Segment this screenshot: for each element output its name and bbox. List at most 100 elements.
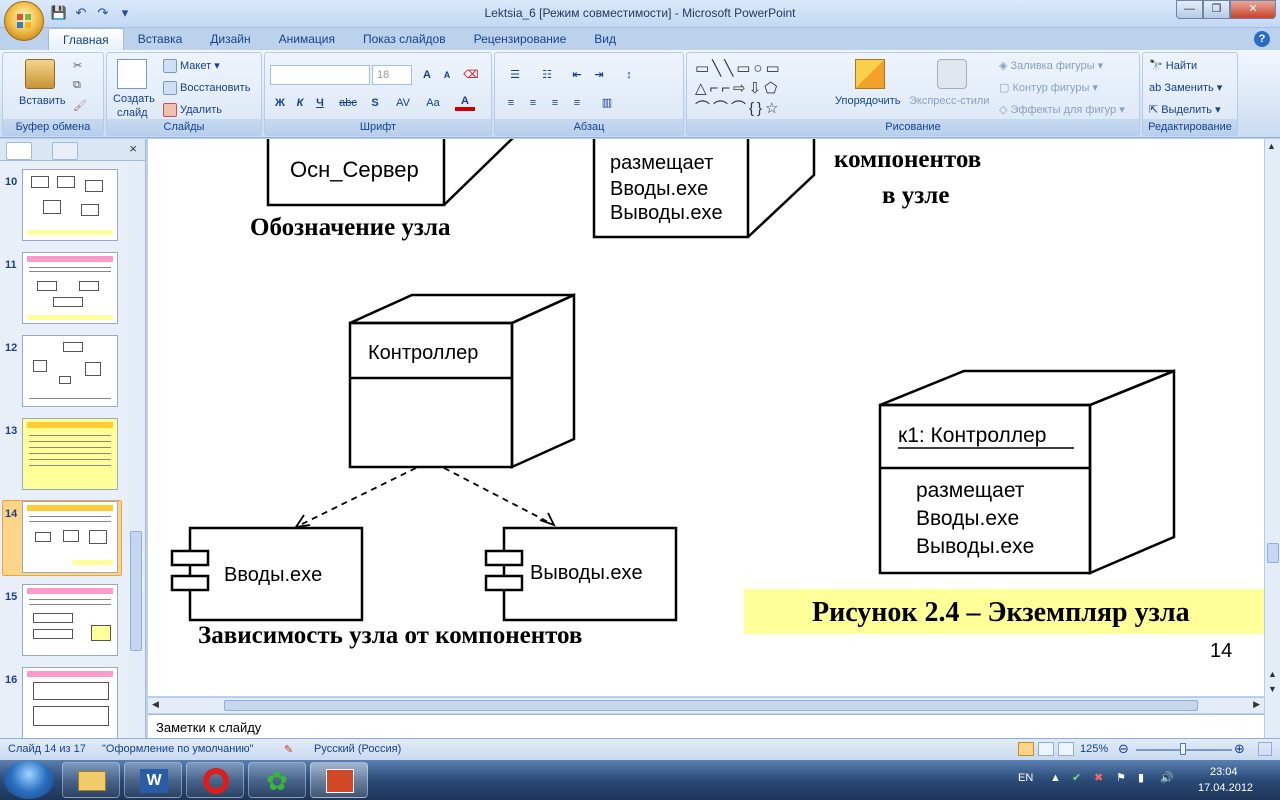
shape-effects-button[interactable]: ◇ Эффекты для фигур ▾: [999, 104, 1125, 116]
justify-icon[interactable]: ≡: [573, 97, 581, 109]
prev-slide-icon[interactable]: ▲: [1268, 669, 1277, 679]
reset-button[interactable]: Восстановить: [163, 81, 250, 95]
panel-scrollbar[interactable]: [129, 161, 143, 738]
arrange-button[interactable]: Упорядочить: [835, 95, 901, 107]
help-icon[interactable]: ?: [1254, 31, 1270, 47]
scroll-left-icon[interactable]: ◀: [152, 699, 159, 709]
shapes-gallery[interactable]: ▭╲╲▭○▭△⌐⌐⇨⇩⬠⌒⌒⌒{}☆: [695, 60, 783, 117]
theme-name[interactable]: "Оформление по умолчанию": [102, 743, 254, 755]
align-center-icon[interactable]: ≡: [529, 97, 537, 109]
outline-tab-icon[interactable]: [52, 142, 78, 160]
shape-outline-button[interactable]: ▢ Контур фигуры ▾: [999, 82, 1098, 94]
spellcheck-icon[interactable]: ✎: [284, 744, 294, 756]
find-button[interactable]: 🔭 Найти: [1149, 59, 1197, 72]
tab-home[interactable]: Главная: [48, 28, 124, 50]
slideshow-view-icon[interactable]: [1058, 742, 1074, 756]
horizontal-scrollbar[interactable]: ◀ ▶: [148, 697, 1264, 713]
new-slide-button[interactable]: Создать: [113, 93, 155, 105]
opera-taskbar-button[interactable]: [186, 762, 244, 798]
shape-fill-button[interactable]: ◈ Заливка фигуры ▾: [999, 60, 1104, 72]
close-button[interactable]: ✕: [1230, 0, 1276, 19]
vertical-scroll-thumb[interactable]: [1267, 543, 1279, 563]
clock-time[interactable]: 23:04: [1210, 766, 1238, 778]
increase-indent-icon[interactable]: ⇥: [594, 69, 604, 81]
volume-icon[interactable]: 🔊: [1160, 772, 1174, 784]
columns-icon[interactable]: ▥: [601, 97, 613, 109]
explorer-taskbar-button[interactable]: [62, 762, 120, 798]
slides-tab-icon[interactable]: [6, 142, 32, 160]
word-taskbar-button[interactable]: W: [124, 762, 182, 798]
slide-thumbnail[interactable]: [22, 252, 118, 324]
vertical-scrollbar[interactable]: ▲ ▲ ▼: [1264, 139, 1280, 738]
line-spacing-icon[interactable]: ↕: [626, 69, 632, 81]
start-button[interactable]: [4, 761, 54, 799]
replace-button[interactable]: ab Заменить ▾: [1149, 82, 1223, 94]
language-tray[interactable]: EN: [1018, 772, 1034, 784]
tray-action-center-icon[interactable]: ⚑: [1116, 772, 1126, 784]
cut-icon[interactable]: ✂: [73, 60, 83, 72]
scroll-up-icon[interactable]: ▲: [1267, 141, 1276, 151]
format-painter-icon[interactable]: 🖌: [73, 100, 87, 112]
new-slide-button-line2[interactable]: слайд: [117, 107, 148, 119]
zoom-level[interactable]: 125%: [1080, 743, 1109, 755]
font-size-combo[interactable]: 18: [372, 65, 412, 85]
next-slide-icon[interactable]: ▼: [1268, 684, 1277, 694]
align-right-icon[interactable]: ≡: [551, 97, 559, 109]
paste-button[interactable]: Вставить: [19, 95, 66, 107]
zoom-in-icon[interactable]: ⊕: [1234, 741, 1245, 756]
italic-button[interactable]: К: [296, 97, 304, 109]
grow-font-icon[interactable]: A: [423, 69, 431, 81]
underline-button[interactable]: Ч: [316, 97, 324, 109]
quick-styles-button[interactable]: Экспресс-стили: [909, 95, 990, 107]
tab-animation[interactable]: Анимация: [278, 32, 335, 46]
bold-button[interactable]: Ж: [275, 97, 285, 109]
case-button[interactable]: Aa: [426, 97, 440, 109]
slide-thumbnail-selected[interactable]: [22, 501, 118, 573]
icq-taskbar-button[interactable]: ✿: [248, 762, 306, 798]
tab-design[interactable]: Дизайн: [210, 32, 251, 46]
powerpoint-taskbar-button[interactable]: [310, 762, 368, 798]
tab-slideshow[interactable]: Показ слайдов: [362, 32, 446, 46]
spacing-button[interactable]: AV: [396, 97, 410, 109]
numbering-icon[interactable]: ☷: [542, 69, 552, 81]
tab-view[interactable]: Вид: [594, 32, 616, 46]
clock-date[interactable]: 17.04.2012: [1198, 782, 1254, 794]
office-button[interactable]: [4, 1, 44, 41]
zoom-slider-thumb[interactable]: [1180, 743, 1186, 755]
customize-qat-icon[interactable]: ▾: [121, 5, 129, 20]
slide-thumbnail[interactable]: [22, 667, 118, 739]
font-color-button[interactable]: A: [455, 91, 475, 111]
slide[interactable]: Осн_Сервер Обозначение узла размещает Вв…: [148, 139, 1264, 696]
shrink-font-icon[interactable]: A: [443, 70, 451, 80]
zoom-out-icon[interactable]: ⊖: [1118, 741, 1129, 756]
tab-insert[interactable]: Вставка: [137, 32, 183, 46]
normal-view-icon[interactable]: [1018, 742, 1034, 756]
copy-icon[interactable]: ⧉: [73, 79, 81, 91]
tray-app-icon[interactable]: ✔: [1072, 772, 1082, 784]
scroll-right-icon[interactable]: ▶: [1253, 699, 1260, 709]
decrease-indent-icon[interactable]: ⇤: [572, 69, 582, 81]
tray-security-icon[interactable]: ✖: [1094, 772, 1104, 784]
panel-scroll-thumb[interactable]: [130, 531, 142, 651]
tab-review[interactable]: Рецензирование: [473, 32, 567, 46]
layout-button[interactable]: Макет ▾: [163, 59, 220, 74]
save-icon[interactable]: 💾: [50, 5, 68, 20]
network-icon[interactable]: ▮: [1138, 772, 1145, 784]
font-name-combo[interactable]: [270, 65, 370, 85]
minimize-button[interactable]: —: [1176, 0, 1203, 19]
align-left-icon[interactable]: ≡: [507, 97, 515, 109]
select-button[interactable]: ⇱ Выделить ▾: [1149, 104, 1221, 116]
horizontal-scroll-thumb[interactable]: [224, 700, 1198, 711]
slide-thumbnail[interactable]: [22, 335, 118, 407]
maximize-button[interactable]: ❐: [1203, 0, 1230, 19]
tray-expand-icon[interactable]: ▲: [1050, 772, 1061, 784]
clear-format-icon[interactable]: ⌫: [463, 69, 479, 81]
strike-button[interactable]: abc: [339, 97, 357, 109]
language-indicator[interactable]: Русский (Россия): [314, 743, 402, 755]
fit-to-window-icon[interactable]: [1258, 742, 1272, 756]
slide-thumbnail[interactable]: [22, 169, 118, 241]
sorter-view-icon[interactable]: [1038, 742, 1054, 756]
redo-icon[interactable]: ↷: [97, 5, 109, 20]
slide-thumbnail[interactable]: [22, 584, 118, 656]
undo-icon[interactable]: ↶: [75, 5, 87, 20]
